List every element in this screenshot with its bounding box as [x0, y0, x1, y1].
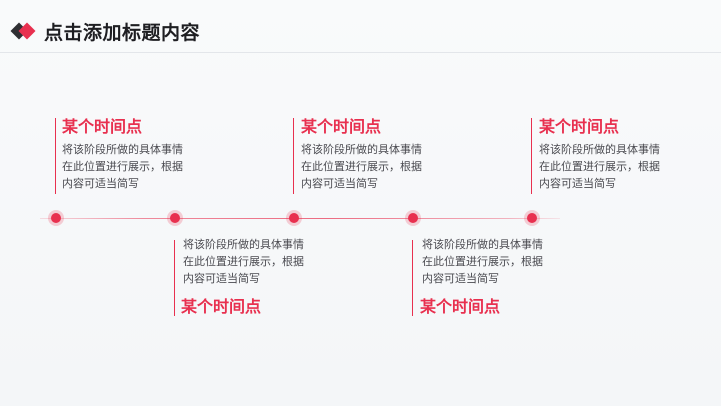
timeline-node[interactable] — [524, 210, 540, 226]
timeline-node[interactable] — [48, 210, 64, 226]
event-description[interactable]: 将该阶段所做的具体事情 在此位置进行展示，根据 内容可适当简写 — [183, 238, 304, 285]
connector-line — [55, 118, 56, 194]
connector-line — [293, 118, 294, 194]
timeline-event-5: 某个时间点 将该阶段所做的具体事情 在此位置进行展示，根据 内容可适当简写 — [539, 117, 699, 192]
event-title[interactable]: 某个时间点 — [539, 117, 620, 136]
event-description[interactable]: 将该阶段所做的具体事情 在此位置进行展示，根据 内容可适当简写 — [301, 143, 422, 190]
timeline-event-1: 某个时间点 将该阶段所做的具体事情 在此位置进行展示，根据 内容可适当简写 — [62, 117, 222, 192]
timeline-event-2: 将该阶段所做的具体事情 在此位置进行展示，根据 内容可适当简写 某个时间点 — [181, 236, 343, 317]
timeline-node[interactable] — [286, 210, 302, 226]
event-description[interactable]: 将该阶段所做的具体事情 在此位置进行展示，根据 内容可适当简写 — [422, 238, 543, 285]
connector-line — [412, 240, 413, 316]
event-title[interactable]: 某个时间点 — [62, 117, 143, 136]
page-title[interactable]: 点击添加标题内容 — [44, 22, 201, 44]
timeline-node[interactable] — [167, 210, 183, 226]
event-title[interactable]: 某个时间点 — [301, 117, 382, 136]
event-description[interactable]: 将该阶段所做的具体事情 在此位置进行展示，根据 内容可适当简写 — [539, 143, 660, 190]
diamond-logo-icon — [10, 21, 37, 41]
timeline-event-3: 某个时间点 将该阶段所做的具体事情 在此位置进行展示，根据 内容可适当简写 — [301, 117, 461, 192]
event-description[interactable]: 将该阶段所做的具体事情 在此位置进行展示，根据 内容可适当简写 — [62, 143, 183, 190]
header: 点击添加标题内容 — [0, 0, 721, 53]
timeline-line — [40, 218, 560, 219]
event-title[interactable]: 某个时间点 — [420, 297, 501, 316]
connector-line — [174, 240, 175, 316]
connector-line — [531, 118, 532, 194]
timeline-event-4: 将该阶段所做的具体事情 在此位置进行展示，根据 内容可适当简写 某个时间点 — [420, 236, 582, 317]
timeline-node[interactable] — [405, 210, 421, 226]
event-title[interactable]: 某个时间点 — [181, 297, 262, 316]
